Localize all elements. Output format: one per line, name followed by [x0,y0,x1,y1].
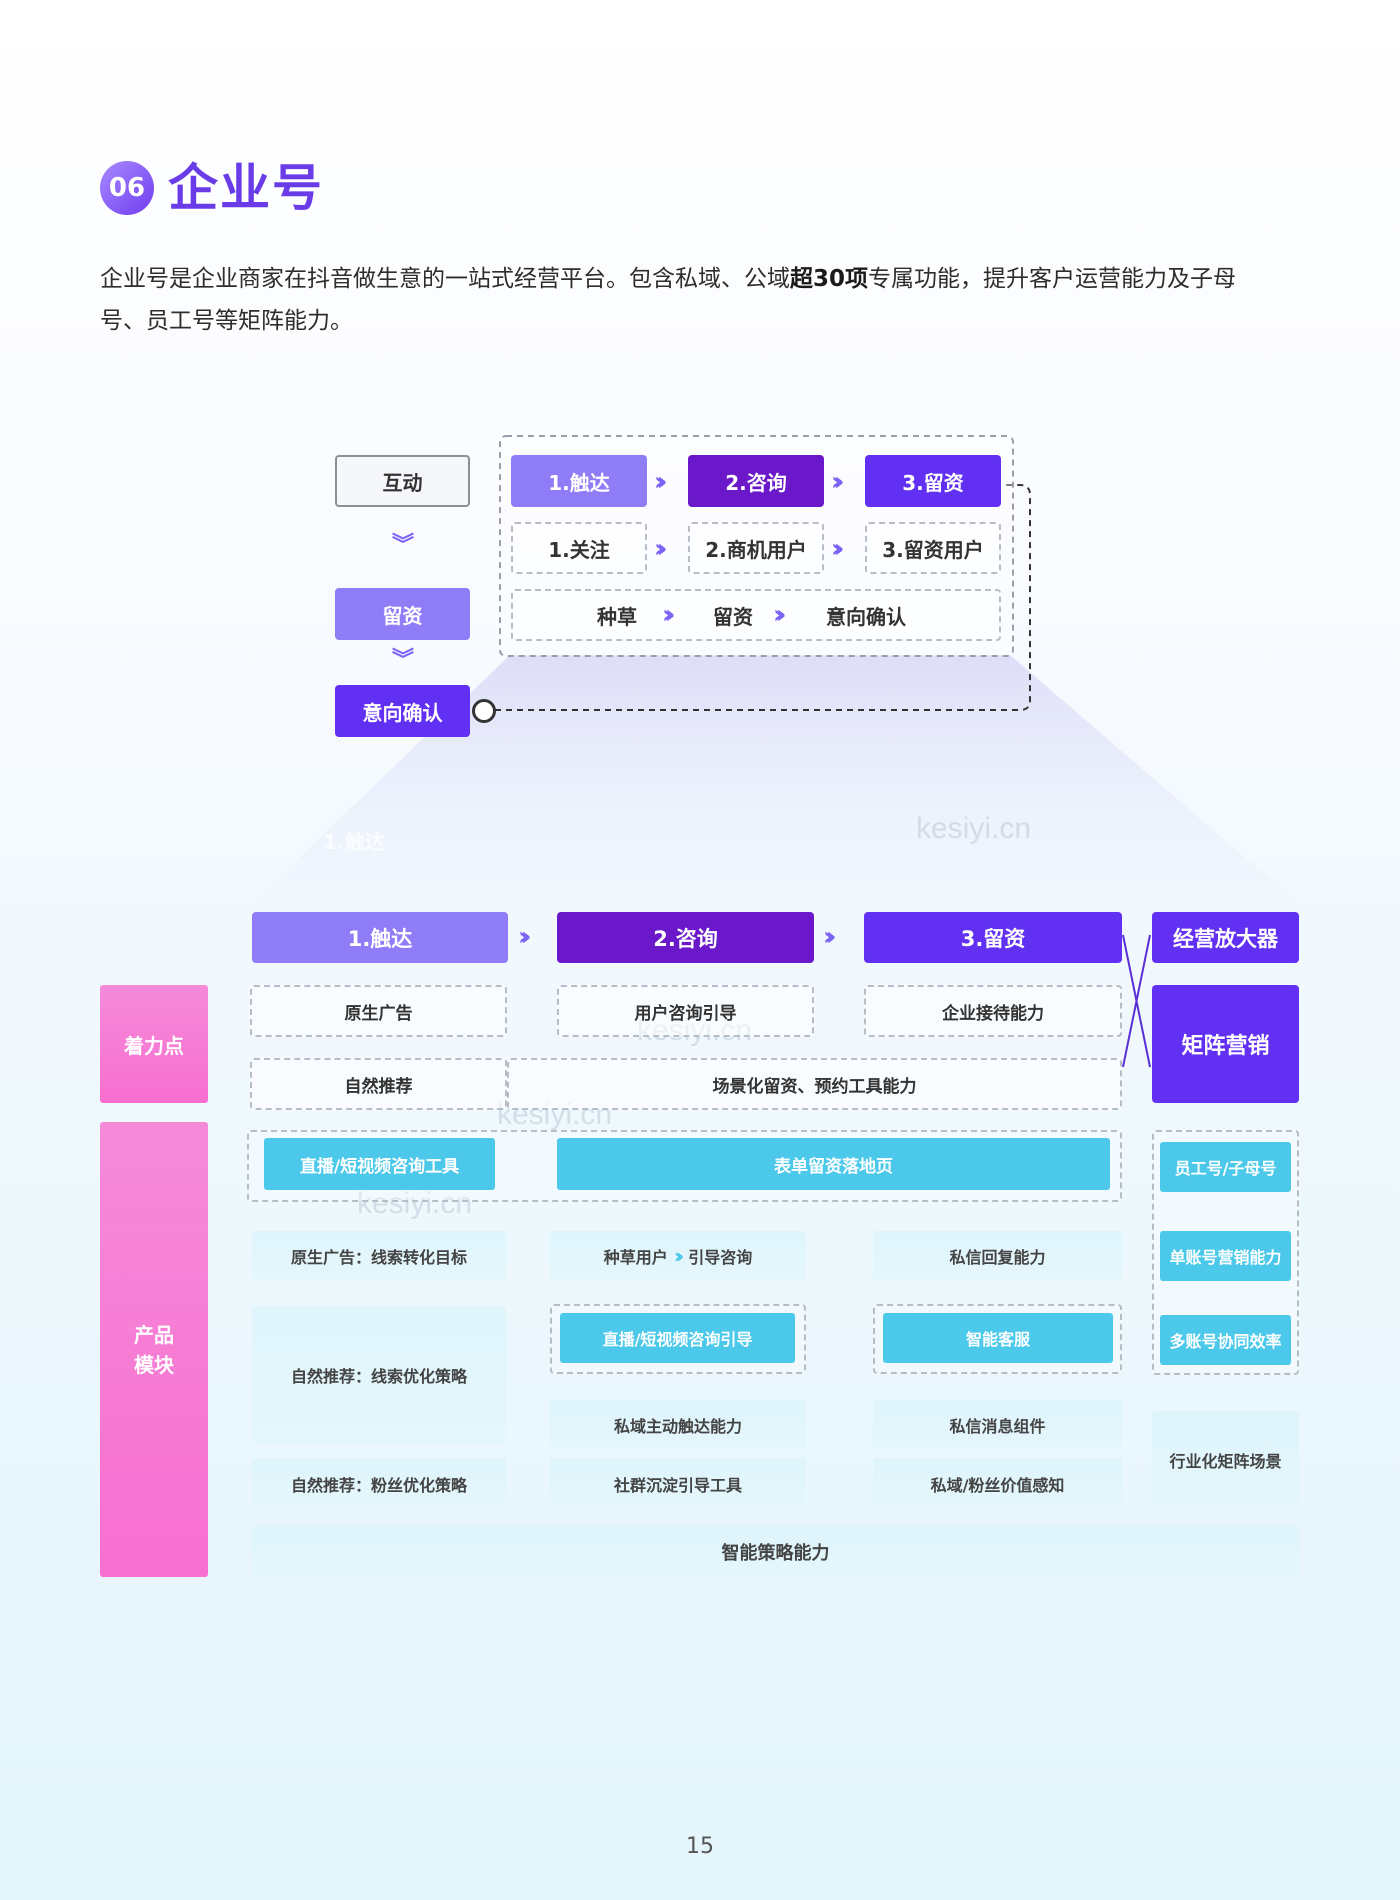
live-video-tool: 直播/短视频咨询工具 [264,1138,495,1190]
intro-text-2: 专属功能，提升客户运营能力及子母 [868,266,1237,292]
live-video-consult-guide: 直播/短视频咨询引导 [560,1313,795,1363]
amplifier-box: 经营放大器 [1152,912,1299,963]
section-number-badge: 06 [100,161,154,215]
natural-lead-strategy: 自然推荐：线索优化策略 [252,1306,506,1444]
focus-native-ads: 原生广告 [250,985,507,1037]
connector-node [472,699,496,723]
seed-user-label: 种草用户 [603,1248,668,1267]
seed-label: 种草 [597,605,637,629]
matrix-stage-consult: 2.咨询 [557,912,814,963]
focus-label: 着力点 [100,985,208,1103]
dm-component: 私信消息组件 [873,1400,1122,1450]
intro-text-1: 企业号是企业商家在抖音做生意的一站式经营平台。包含私域、公域 [100,266,790,292]
double-chevron-icon: ›› [773,600,787,630]
intent-confirm-box: 意向确认 [335,685,470,737]
product-module-label: 产品 模块 [100,1122,208,1577]
multi-account-efficiency: 多账号协同效率 [1160,1315,1291,1365]
watermark: kesiyi.cn [357,1187,473,1220]
lead-label: 留资 [713,605,753,629]
chevron-down-icon: ︾ [391,648,414,673]
dm-reply: 私信回复能力 [873,1231,1122,1281]
seed-user-consult: 种草用户 ›› 引导咨询 [550,1231,806,1281]
lead-box: 留资 [335,588,470,640]
double-chevron-icon: ›› [518,922,532,952]
faded-reach-label: 1.触达 [323,830,385,854]
smart-strategy-bar: 智能策略能力 [252,1526,1299,1578]
page-title: 企业号 [168,159,324,217]
community-guide-tool: 社群沉淀引导工具 [550,1458,806,1510]
page-number: 15 [686,1834,714,1859]
focus-consult-guide: 用户咨询引导 [557,985,814,1037]
intro-bold: 超30项 [790,266,869,292]
focus-reception: 企业接待能力 [864,985,1122,1037]
lead-user-box: 3.留资用户 [865,522,1001,574]
native-ads-lead-goal: 原生广告：线索转化目标 [252,1231,506,1281]
double-chevron-icon: ›› [654,534,668,564]
guide-consult-label: 引导咨询 [688,1248,753,1267]
natural-fans-strategy: 自然推荐：粉丝优化策略 [252,1458,506,1510]
double-chevron-icon: ›› [823,922,837,952]
watermark: kesiyi.cn [916,812,1032,845]
double-chevron-icon: ›› [654,467,668,497]
matrix-marketing-box: 矩阵营销 [1152,985,1299,1103]
funnel-row [511,589,1001,641]
private-outreach: 私域主动触达能力 [550,1400,806,1450]
smart-customer-service: 智能客服 [883,1313,1113,1363]
double-chevron-icon: ›› [831,534,845,564]
matrix-stage-reach: 1.触达 [252,912,508,963]
fans-value: 私域/粉丝价值感知 [873,1458,1122,1510]
double-chevron-icon: ›› [662,600,676,630]
stage-reach: 1.触达 [511,455,647,507]
employee-account: 员工号/子母号 [1160,1142,1291,1192]
matrix-stage-lead: 3.留资 [864,912,1122,963]
chevron-down-icon: ︾ [391,533,414,558]
intro-paragraph: 企业号是企业商家在抖音做生意的一站式经营平台。包含私域、公域超30项专属功能，提… [100,258,1300,342]
intent-label: 意向确认 [826,605,906,629]
double-chevron-icon: ›› [831,467,845,497]
form-landing-page: 表单留资落地页 [557,1138,1110,1190]
focus-natural-recommend: 自然推荐 [250,1058,507,1110]
intro-text-3: 号、员工号等矩阵能力。 [100,308,353,334]
double-chevron-icon: ›› [673,1244,685,1268]
opportunity-user-box: 2.商机用户 [688,522,824,574]
follow-box: 1.关注 [511,522,647,574]
industry-matrix-scene: 行业化矩阵场景 [1152,1411,1299,1509]
stage-lead: 3.留资 [865,455,1001,507]
single-account-marketing: 单账号营销能力 [1160,1231,1291,1281]
interaction-box: 互动 [335,455,470,507]
stage-consult: 2.咨询 [688,455,824,507]
focus-scenario-tools: 场景化留资、预约工具能力 [507,1058,1122,1110]
